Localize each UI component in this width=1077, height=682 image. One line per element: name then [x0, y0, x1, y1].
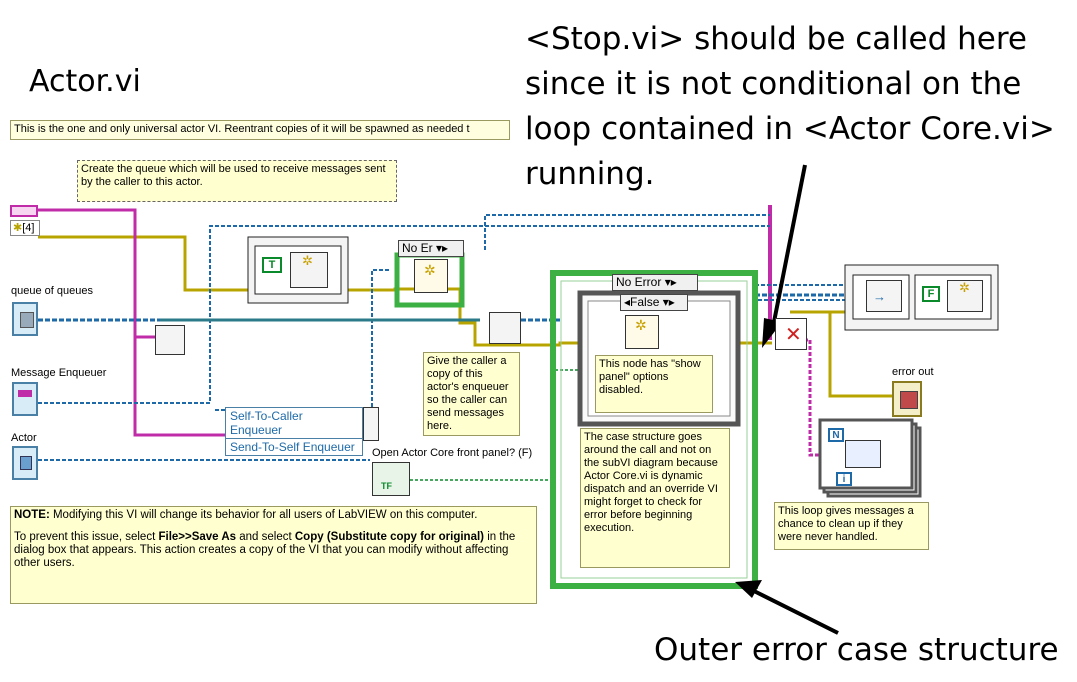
label-open-front-panel: Open Actor Core front panel? (F) [372, 447, 533, 459]
loop-iteration-terminal: i [836, 472, 852, 486]
chevron-down-icon-2: ▾▸ [664, 275, 677, 289]
label-actor: Actor [11, 432, 37, 444]
message-enqueuer-terminal[interactable] [12, 382, 38, 416]
subvi-node-2[interactable]: → [866, 280, 902, 312]
actor-core-node[interactable]: ✲ [625, 315, 659, 349]
label-error-out: error out [892, 366, 934, 378]
stop-node[interactable]: ✕ [775, 318, 807, 350]
annotation-arrows [735, 164, 839, 635]
actor-terminal[interactable] [12, 446, 38, 480]
stop-annotation: <Stop.vi> should be called here since it… [525, 17, 1055, 197]
gear-icon-3: ✲ [635, 317, 647, 333]
bundle-node[interactable] [155, 325, 185, 355]
note-file-menu: File>>Save As [158, 531, 237, 543]
self-to-caller-field: Self-To-Caller Enqueuer [226, 408, 362, 439]
stop-annotation-line-2: since it is not conditional on the [525, 66, 1022, 102]
actor-class-wire [38, 208, 225, 437]
outer-case-annotation: Outer error case structure [654, 632, 1059, 668]
note-block: NOTE: Modifying this VI will change its … [10, 506, 537, 604]
note-copy-option: Copy (Substitute copy for original) [294, 531, 484, 543]
note-line-1: Modifying this VI will change its behavi… [49, 509, 478, 521]
comment-case-structure: The case structure goes around the call … [580, 428, 730, 568]
label-message-enqueuer: Message Enqueuer [11, 367, 107, 379]
comment-give-caller: Give the caller a copy of this actor's e… [423, 352, 520, 436]
case-label-no-er: No Er [402, 241, 433, 255]
stop-annotation-line-4: running. [525, 156, 655, 192]
actor-icon [20, 456, 32, 470]
enqueuer-icon [18, 390, 32, 397]
comment-loop: This loop gives messages a chance to cle… [774, 502, 929, 550]
open-front-panel-control[interactable]: TF [372, 462, 410, 496]
error-cluster-icon [900, 391, 918, 409]
gear-icon: ✲ [424, 262, 436, 278]
case-label-no-error: No Error [616, 275, 662, 289]
tf-text: TF [381, 481, 392, 491]
error-out-terminal[interactable] [892, 381, 922, 417]
note-title: NOTE: [14, 509, 50, 521]
case-selector-no-er[interactable]: No Er ▾▸ [398, 240, 464, 257]
chevron-down-icon: ▾▸ [436, 241, 449, 255]
label-queue-of-queues: queue of queues [11, 285, 93, 297]
unbundle-node [363, 407, 379, 441]
case-selector-no-error[interactable]: No Error ▾▸ [612, 274, 698, 291]
note-line-2c: in the dialog box that appears. This act… [14, 531, 516, 569]
loop-count-terminal: N [828, 428, 844, 442]
comment-node: This node has "show panel" options disab… [595, 355, 713, 413]
queue-of-queues-terminal[interactable] [12, 302, 38, 336]
gear-icon-2: ✲ [302, 253, 313, 268]
arrow-icon: → [873, 289, 886, 304]
note-line-2b: and select [236, 531, 295, 543]
send-to-self-field: Send-To-Self Enqueuer [230, 440, 355, 454]
error-out-wire [828, 312, 895, 398]
vi-description: This is the one and only universal actor… [10, 120, 510, 140]
outer-error-case [550, 270, 758, 589]
stop-x-icon: ✕ [785, 324, 802, 346]
actor-class-constant[interactable] [10, 205, 38, 217]
chevron-down-icon-3: ▾▸ [662, 295, 675, 309]
chevron-left-icon: ◂ [624, 295, 631, 309]
note-line-2a: To prevent this issue, select [14, 531, 159, 543]
queue-icon [20, 312, 34, 328]
stop-annotation-line-3: loop contained in <Actor Core.vi> [525, 111, 1055, 147]
loop-subvi[interactable] [845, 440, 881, 468]
true-constant[interactable]: T [262, 257, 282, 273]
obtain-queue-node[interactable] [489, 312, 521, 344]
stop-annotation-line-1: <Stop.vi> should be called here [525, 21, 1027, 57]
array-constant[interactable]: ✱[4] [10, 220, 40, 236]
launch-node[interactable]: ✲ [414, 259, 448, 293]
subvi-node-3[interactable]: ✲ [947, 280, 983, 312]
gear-icon-4: ✲ [959, 280, 970, 295]
false-constant[interactable]: F [922, 286, 940, 302]
unbundle-by-name[interactable]: Self-To-Caller Enqueuer Send-To-Self Enq… [225, 407, 363, 456]
title-annotation: Actor.vi [29, 64, 141, 99]
const-4-label: [4] [22, 222, 35, 234]
case-selector-false[interactable]: ◂False ▾▸ [620, 294, 688, 311]
subvi-node-1[interactable]: ✲ [290, 252, 328, 288]
comment-create-queue[interactable]: Create the queue which will be used to r… [77, 160, 397, 202]
case-label-false: False [630, 295, 660, 309]
error-wire [38, 235, 252, 292]
